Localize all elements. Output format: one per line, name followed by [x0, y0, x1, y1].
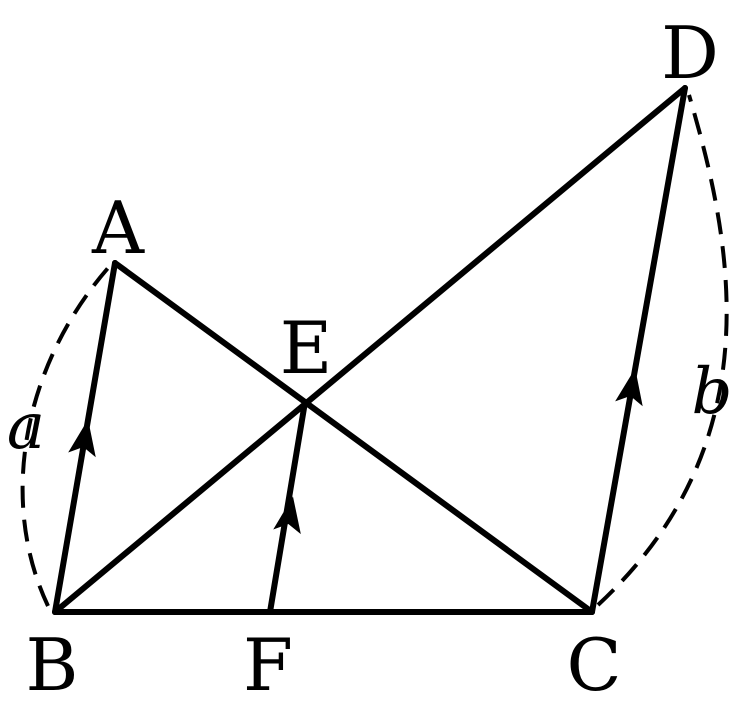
dashed-arc-b	[596, 94, 729, 607]
label-point-b: B	[26, 623, 79, 707]
dashed-arc-a	[20, 266, 110, 607]
label-point-c: C	[566, 623, 621, 707]
arrowhead-fe	[273, 496, 301, 535]
label-point-e: E	[280, 306, 333, 390]
segment-bd	[52, 85, 688, 615]
label-vector-a: a	[7, 390, 45, 464]
segment-ac	[112, 260, 595, 615]
label-point-a: A	[91, 186, 145, 270]
label-vector-b: b	[692, 355, 733, 429]
arrowhead-ab	[68, 419, 96, 458]
label-point-d: D	[661, 11, 719, 95]
segment-cd	[589, 85, 688, 615]
label-point-f: F	[243, 623, 293, 707]
arrowhead-cd	[615, 368, 643, 407]
